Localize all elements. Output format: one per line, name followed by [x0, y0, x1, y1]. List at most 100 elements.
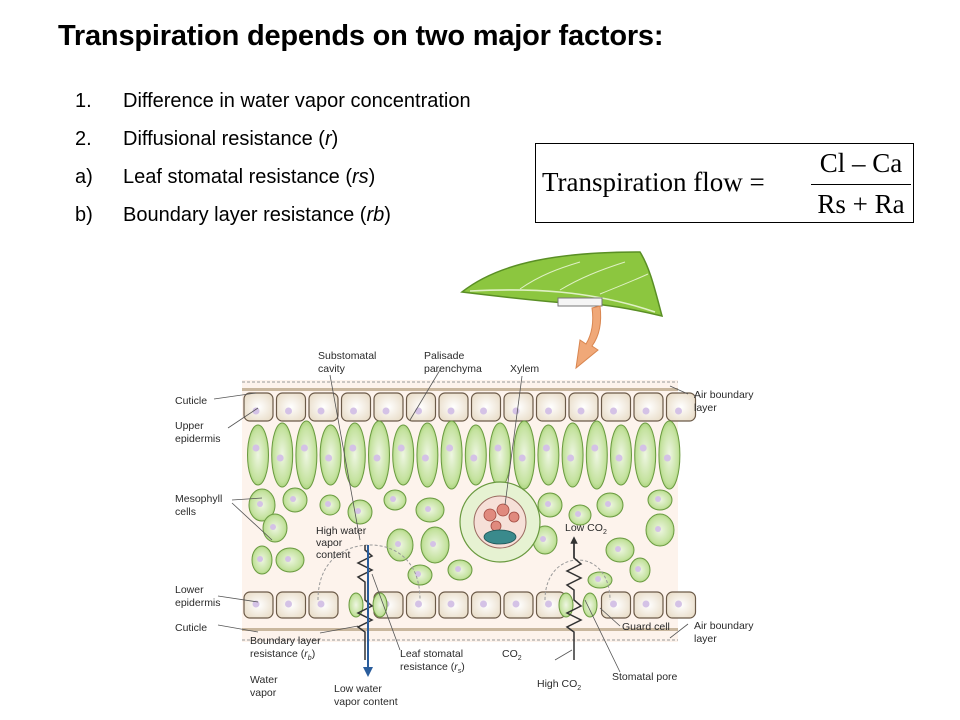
palisade-cell — [634, 422, 657, 488]
cell-nucleus — [577, 407, 585, 415]
palisade-cell — [319, 424, 342, 486]
diagram-labels: Cuticle Upper epidermis Mesophyll cells … — [175, 350, 754, 708]
cell-nucleus — [595, 576, 601, 582]
palisade-cell — [368, 420, 390, 490]
cell-nucleus — [591, 444, 599, 452]
label-high-co2: High CO2 — [537, 678, 581, 692]
label-cuticle-bottom: Cuticle — [175, 622, 207, 634]
palisade-cell — [561, 422, 584, 488]
cell-nucleus — [252, 444, 260, 452]
palisade-cell — [271, 422, 294, 488]
list-text-after: ) — [331, 128, 339, 150]
cell-nucleus — [575, 511, 581, 517]
list-marker: 2. — [75, 128, 92, 150]
label-low-co2-sub: 2 — [603, 529, 607, 536]
label-high-water-1: High water — [316, 525, 367, 537]
cell-nucleus — [446, 444, 454, 452]
lower-epidermis-cells — [243, 591, 697, 619]
cell-nucleus — [415, 407, 422, 415]
cell-nucleus — [257, 556, 263, 562]
palisade-cell — [247, 424, 269, 486]
cell-nucleus — [382, 407, 390, 415]
label-stomatal-res-sub: s — [458, 668, 462, 675]
label-boundary-res-2-text: resistance ( — [250, 648, 305, 660]
label-low-co2: Low CO2 — [565, 522, 607, 536]
cell-nucleus — [480, 407, 487, 415]
cell-nucleus — [349, 444, 357, 452]
label-cuticle-top: Cuticle — [175, 395, 207, 407]
list-text: Difference in water vapor concentration — [123, 90, 471, 113]
epidermis-cell — [275, 392, 307, 422]
cell-nucleus — [355, 508, 361, 514]
cell-nucleus — [512, 407, 520, 415]
label-air-boundary-bottom-2: layer — [694, 633, 717, 645]
list-text-italic: r — [324, 128, 332, 150]
palisade-cell — [513, 420, 536, 490]
cell-nucleus — [470, 454, 478, 462]
cell-nucleus — [518, 454, 526, 462]
palisade-cell — [585, 420, 608, 490]
cell-nucleus — [395, 541, 401, 547]
palisade-cell — [658, 420, 681, 490]
guard-cell — [348, 592, 364, 618]
cell-nucleus — [421, 454, 429, 462]
transpiration-formula: Transpiration flow = Cl – Ca Rs + Ra — [535, 143, 914, 223]
label-upper-epidermis-1: Upper — [175, 420, 204, 432]
cell-nucleus — [373, 454, 381, 462]
label-upper-epidermis-2: epidermis — [175, 433, 221, 445]
cell-nucleus — [285, 407, 292, 415]
cell-nucleus — [317, 600, 325, 608]
stomatal-resistor — [356, 545, 374, 590]
epidermis-cell — [438, 392, 469, 422]
label-stomatal-res-1: Leaf stomatal — [400, 648, 463, 660]
cell-nucleus — [300, 444, 308, 452]
list-marker: 1. — [75, 90, 92, 112]
cell-nucleus — [480, 600, 487, 608]
label-lower-epidermis-1: Lower — [175, 584, 204, 596]
epidermis-cell — [633, 392, 664, 422]
epidermis-cell — [340, 392, 372, 422]
label-water-vapor-1: Water — [250, 674, 278, 686]
cell-nucleus — [615, 454, 623, 462]
cell-nucleus — [542, 444, 550, 452]
epidermis-cell — [535, 392, 567, 422]
label-high-water-3: content — [316, 549, 351, 561]
epidermis-cell — [600, 392, 632, 422]
label-palisade-1: Palisade — [424, 350, 464, 362]
cell-nucleus — [545, 501, 551, 507]
epidermis-cell — [470, 392, 502, 422]
cell-nucleus — [512, 600, 520, 608]
label-low-water-2: vapor content — [334, 696, 398, 708]
palisade-cell — [464, 424, 487, 486]
palisade-cell — [295, 420, 318, 490]
cell-nucleus — [325, 501, 331, 507]
cell-nucleus — [325, 454, 333, 462]
label-water-vapor-2: vapor — [250, 687, 277, 699]
epidermis-cell — [568, 392, 599, 422]
list-text: Leaf stomatal resistance (rs) — [123, 166, 375, 189]
label-high-co2-text: High CO — [537, 678, 577, 690]
boundary-layer-resistor — [356, 590, 374, 660]
cell-nucleus — [447, 600, 455, 608]
cell-nucleus — [430, 541, 436, 547]
label-stomatal-res-2-text: resistance ( — [400, 661, 455, 673]
label-co2-sub: 2 — [518, 655, 522, 662]
cell-nucleus — [615, 546, 621, 552]
list-text-italic: rb — [366, 204, 385, 226]
cell-nucleus — [425, 506, 431, 512]
cell-nucleus — [390, 496, 396, 502]
formula-numerator: Cl – Ca — [819, 148, 903, 178]
zoom-pointer-arrow — [575, 305, 602, 370]
label-high-co2-sub: 2 — [577, 685, 581, 692]
cell-nucleus — [257, 501, 263, 507]
palisade-cell — [392, 424, 415, 486]
label-boundary-res-sym: r — [304, 648, 308, 660]
cell-nucleus — [655, 526, 661, 532]
label-boundary-res-2: resistance (rb) — [250, 648, 315, 662]
label-substomatal-1: Substomatal — [318, 350, 376, 362]
epidermis-cell — [503, 392, 534, 422]
list-text-main: Difference in water vapor concentration — [123, 90, 471, 112]
list-marker: b) — [75, 204, 93, 226]
palisade-cell — [537, 424, 560, 486]
